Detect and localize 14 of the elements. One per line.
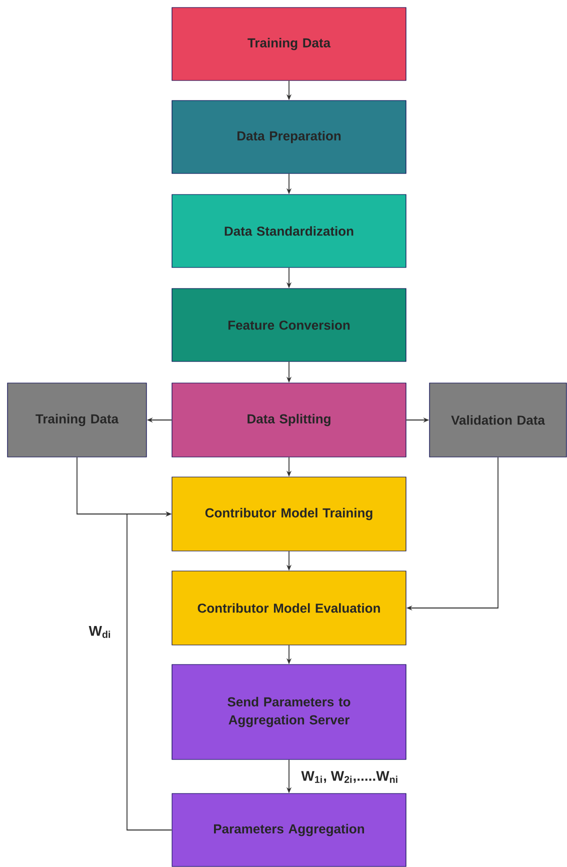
process-box: Validation Data (429, 382, 567, 458)
process-box: Contributor Model Training (172, 476, 406, 552)
process-box: Contributor Model Evaluation (172, 570, 406, 646)
process-box: Parameters Aggregation (172, 793, 406, 867)
edge-label: W$_{1i}$, W$_{2i}$,.....W$_{ni}$ (300, 770, 400, 784)
process-box: Send Parameters to Aggregation Server (172, 664, 406, 760)
process-box: Training Data (7, 382, 147, 458)
process-box: Feature Conversion (172, 288, 406, 362)
process-box: Data Standardization (172, 194, 406, 268)
process-box: Training Data (172, 7, 406, 81)
process-box: Data Preparation (172, 100, 406, 174)
arrow (126, 511, 172, 830)
process-box: Data Splitting (172, 382, 406, 458)
edge-label: W$_{di}$ (88, 625, 112, 639)
